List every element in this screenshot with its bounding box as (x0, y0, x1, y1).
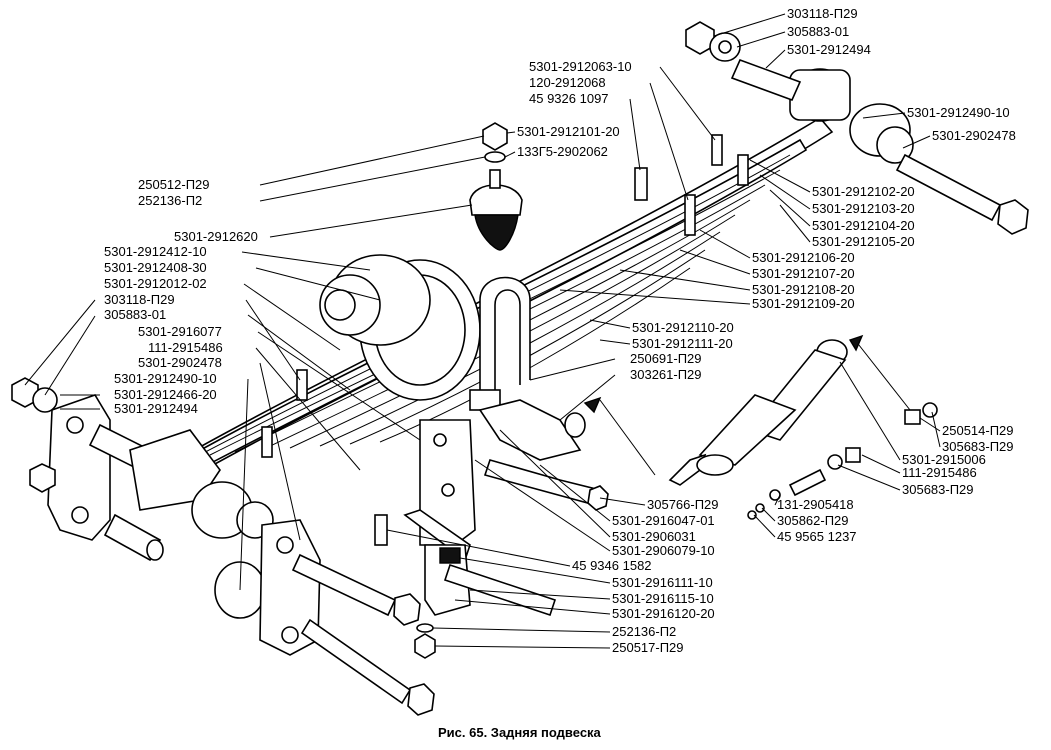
label-5301-2912620: 5301-2912620 (174, 229, 258, 244)
label-5301-2916120-20: 5301-2916120-20 (612, 606, 715, 621)
label-5301-2912490-10-top: 5301-2912490-10 (907, 105, 1010, 120)
label-5301-2912494-top: 5301-2912494 (787, 42, 871, 57)
label-5301-2912107-20: 5301-2912107-20 (752, 266, 855, 281)
shock-absorber (668, 339, 848, 486)
shock-bushings (747, 402, 938, 520)
label-5301-2912466-20: 5301-2912466-20 (114, 387, 217, 402)
label-5301-2912109-20: 5301-2912109-20 (752, 296, 855, 311)
label-120-2912068: 120-2912068 (529, 75, 606, 90)
label-303118-p29-top: 303118-П29 (787, 6, 858, 21)
direction-arrows (583, 334, 911, 476)
label-5301-2916115-10: 5301-2916115-10 (612, 591, 714, 606)
label-5301-2902478-left: 5301-2902478 (138, 355, 222, 370)
front-rubber-bushing (849, 103, 1029, 235)
label-5301-2912012-02: 5301-2912012-02 (104, 276, 207, 291)
figure-caption: Рис. 65. Задняя подвеска (438, 725, 602, 740)
part-number-labels: 303118-П29 305883-01 5301-2912494 5301-2… (104, 6, 1016, 655)
label-5301-2916077: 5301-2916077 (138, 324, 222, 339)
long-bolts (291, 553, 435, 716)
label-303261-p29: 303261-П29 (630, 367, 702, 382)
label-5301-2912408-30: 5301-2912408-30 (104, 260, 207, 275)
label-5301-2912063-10: 5301-2912063-10 (529, 59, 632, 74)
bump-stop (469, 122, 523, 251)
spring-clamps (261, 134, 749, 458)
label-5301-2912103-20: 5301-2912103-20 (812, 201, 915, 216)
label-5301-2912110-20: 5301-2912110-20 (632, 320, 734, 335)
label-131-2905418: 131-2905418 (777, 497, 854, 512)
label-111-2915486-right: 111-2915486 (902, 465, 977, 480)
label-305862-p29: 305862-П29 (777, 513, 849, 528)
label-5301-2906031: 5301-2906031 (612, 529, 696, 544)
label-250512-p29: 250512-П29 (138, 177, 210, 192)
label-5301-2912494-left: 5301-2912494 (114, 401, 198, 416)
label-5301-2906079-10: 5301-2906079-10 (612, 543, 715, 558)
label-305766-p29: 305766-П29 (647, 497, 719, 512)
label-5301-2916111-10: 5301-2916111-10 (612, 575, 713, 590)
label-5301-2902478-top: 5301-2902478 (932, 128, 1016, 143)
label-5301-2915006: 5301-2915006 (902, 452, 986, 467)
label-250514-p29: 250514-П29 (942, 423, 1014, 438)
label-45-9565-1237: 45 9565 1237 (777, 529, 857, 544)
label-111-2915486-left: 111-2915486 (148, 340, 223, 355)
label-305683-p29: 305683-П29 (902, 482, 974, 497)
front-spring-eye (789, 68, 851, 122)
axle-hub (319, 254, 481, 401)
rear-shackle (11, 377, 164, 562)
label-133g5-2902062: 133Г5-2902062 (517, 144, 608, 159)
label-45-9326-1097: 45 9326 1097 (529, 91, 609, 106)
label-5301-2912108-20: 5301-2912108-20 (752, 282, 855, 297)
label-252136-p2-top: 252136-П2 (138, 193, 202, 208)
label-252136-p2-bottom: 252136-П2 (612, 624, 676, 639)
label-5301-2912101-20: 5301-2912101-20 (517, 124, 620, 139)
label-5301-2912412-10: 5301-2912412-10 (104, 244, 207, 259)
label-5301-2912104-20: 5301-2912104-20 (812, 218, 915, 233)
label-250691-p29: 250691-П29 (630, 351, 702, 366)
suspension-drawing (11, 21, 1029, 716)
label-305883-01-left: 305883-01 (104, 307, 166, 322)
label-45-9346-1582: 45 9346 1582 (572, 558, 652, 573)
label-5301-2912105-20: 5301-2912105-20 (812, 234, 915, 249)
label-5301-2912106-20: 5301-2912106-20 (752, 250, 855, 265)
axle-bracket (403, 419, 476, 562)
label-303118-p29-left: 303118-П29 (104, 292, 175, 307)
label-305683-p29-right: 305683-П29 (942, 439, 1014, 454)
label-5301-2912102-20: 5301-2912102-20 (812, 184, 915, 199)
front-pin-assembly (685, 21, 802, 102)
label-5301-2912111-20: 5301-2912111-20 (632, 336, 733, 351)
stabilizer-link (478, 399, 609, 511)
label-305883-01-top: 305883-01 (787, 24, 849, 39)
u-bolts (469, 276, 531, 411)
leader-lines (24, 13, 941, 649)
label-250517-p29: 250517-П29 (612, 640, 684, 655)
label-5301-2912490-10-left: 5301-2912490-10 (114, 371, 217, 386)
rear-shackle-bushings (129, 429, 321, 656)
stabilizer-clamp (374, 514, 557, 659)
label-5301-2916047-01: 5301-2916047-01 (612, 513, 715, 528)
